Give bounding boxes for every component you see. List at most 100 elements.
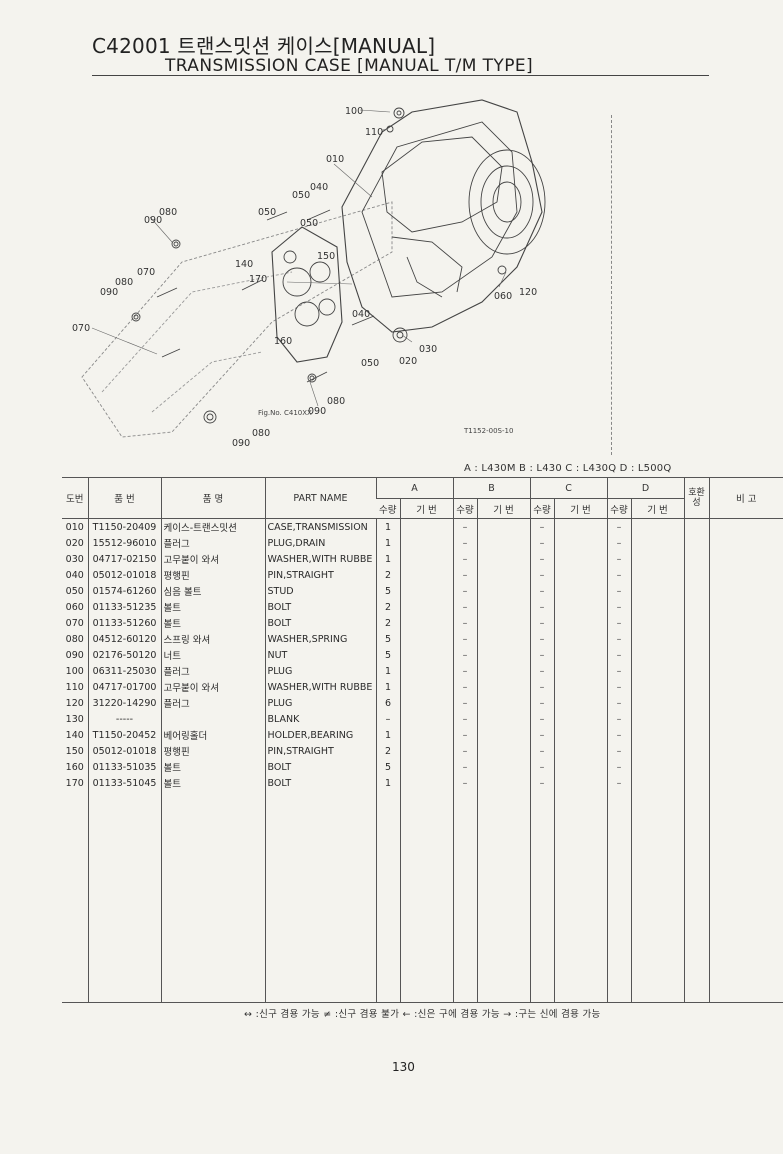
qty-model-d-cell: – xyxy=(606,727,632,743)
code-model-a-cell xyxy=(399,679,453,695)
qty-model-b-cell: – xyxy=(452,583,477,599)
remarks-cell xyxy=(708,775,783,791)
part-name-korean-cell: 볼트 xyxy=(160,775,265,791)
code-model-a-cell xyxy=(399,583,453,599)
code-model-c-cell xyxy=(553,647,608,663)
code-model-b-cell xyxy=(476,759,530,775)
item-number-cell: 100 xyxy=(65,665,84,677)
part-name-korean-cell: 베어링홀더 xyxy=(160,727,265,743)
qty-model-b-cell: – xyxy=(452,535,477,551)
qty-model-a-cell: 1 xyxy=(375,775,400,791)
code-model-a-cell xyxy=(399,518,453,535)
qty-model-a-cell: 5 xyxy=(375,647,400,663)
qty-model-c-cell: – xyxy=(529,679,554,695)
code-model-b-cell xyxy=(476,695,530,711)
item-number-cell: 040 xyxy=(65,569,84,581)
callout-120: 120 xyxy=(519,287,537,298)
code-model-c-cell xyxy=(553,615,608,631)
col-header-model-d: D xyxy=(606,477,685,499)
qty-model-c-cell: – xyxy=(529,743,554,759)
callout-050-c: 050 xyxy=(300,218,318,229)
item-number-cell: 080 xyxy=(65,633,84,645)
callout-050-b: 050 xyxy=(258,207,276,218)
remarks-cell xyxy=(708,615,783,631)
table-row: 130-----BLANK–––– xyxy=(62,711,783,727)
item-number-cell: 070 xyxy=(65,617,84,629)
page-title-english: TRANSMISSION CASE [MANUAL T/M TYPE] xyxy=(165,56,534,76)
qty-model-d-cell: – xyxy=(606,695,632,711)
qty-model-b-cell: – xyxy=(452,615,477,631)
code-model-d-cell xyxy=(630,599,685,615)
code-model-d-cell xyxy=(630,551,685,567)
qty-model-b-cell: – xyxy=(452,775,477,791)
part-name-cell: PLUG xyxy=(264,663,376,679)
item-number-cell: 150 xyxy=(65,745,84,757)
qty-model-b-cell: – xyxy=(452,695,477,711)
qty-model-d-cell: – xyxy=(606,743,632,759)
remarks-cell xyxy=(708,567,783,583)
code-model-a-cell xyxy=(399,775,453,791)
col-header-model-a: A xyxy=(375,477,453,499)
code-model-c-cell xyxy=(553,518,608,535)
qty-model-b-cell: – xyxy=(452,663,477,679)
part-number-cell: 04717-01700 xyxy=(87,679,161,695)
qty-model-d-cell: – xyxy=(606,551,632,567)
qty-model-d-cell: – xyxy=(606,518,632,535)
part-name-korean-cell: 볼트 xyxy=(160,615,265,631)
compatibility-cell xyxy=(683,615,710,631)
qty-model-a-cell: 5 xyxy=(375,759,400,775)
code-model-b-cell xyxy=(476,615,530,631)
code-model-a-cell xyxy=(399,663,453,679)
code-model-b-cell xyxy=(476,583,530,599)
col-header-remarks: 비 고 xyxy=(708,477,783,519)
qty-model-c-cell: – xyxy=(529,727,554,743)
callout-090-b: 090 xyxy=(100,287,118,298)
qty-model-c-cell: – xyxy=(529,663,554,679)
part-number-cell: 04512-60120 xyxy=(87,631,161,647)
col-header-code: 기 번 xyxy=(630,498,685,519)
part-name-cell: PLUG,DRAIN xyxy=(264,535,376,551)
callout-080-b: 080 xyxy=(115,277,133,288)
part-name-korean-cell: 플러그 xyxy=(160,663,265,679)
qty-model-a-cell: 1 xyxy=(375,727,400,743)
part-name-korean-cell: 볼트 xyxy=(160,599,265,615)
callout-100: 100 xyxy=(345,106,363,117)
code-model-c-cell xyxy=(553,631,608,647)
code-model-d-cell xyxy=(630,775,685,791)
qty-model-d-cell: – xyxy=(606,679,632,695)
col-header-qty: 수량 xyxy=(376,498,400,519)
remarks-cell xyxy=(708,679,783,695)
qty-model-b-cell: – xyxy=(452,727,477,743)
col-header-model-c: C xyxy=(529,477,608,499)
part-name-cell: BLANK xyxy=(264,711,376,727)
compatibility-cell xyxy=(683,647,710,663)
part-name-korean-cell: 고무붙이 와셔 xyxy=(160,679,265,695)
part-number-cell: 05012-01018 xyxy=(87,567,161,583)
col-header-qty: 수량 xyxy=(606,498,632,519)
compatibility-cell xyxy=(683,631,710,647)
code-model-b-cell xyxy=(476,535,530,551)
code-model-c-cell xyxy=(553,535,608,551)
part-number-cell: 02176-50120 xyxy=(87,647,161,663)
remarks-cell xyxy=(708,663,783,679)
callout-140: 140 xyxy=(235,259,253,270)
code-model-a-cell xyxy=(399,743,453,759)
remarks-cell xyxy=(708,535,783,551)
qty-model-a-cell: 1 xyxy=(375,679,400,695)
diagram-divider xyxy=(611,115,612,455)
qty-model-c-cell: – xyxy=(529,535,554,551)
callout-010: 010 xyxy=(326,154,344,165)
remarks-cell xyxy=(708,551,783,567)
callout-090-c: 090 xyxy=(308,406,326,417)
compatibility-cell xyxy=(683,775,710,791)
callout-030: 030 xyxy=(419,344,437,355)
qty-model-b-cell: – xyxy=(452,647,477,663)
drawing-code: T1152-00S-10 xyxy=(463,427,513,435)
compatibility-legend: ↔ :신구 겸용 가능 ≠ :신구 겸용 불가 ← :신은 구에 겸용 가능 →… xyxy=(244,1009,601,1020)
code-model-d-cell xyxy=(630,759,685,775)
code-model-b-cell xyxy=(476,663,530,679)
part-name-cell: CASE,TRANSMISSION xyxy=(264,518,376,535)
